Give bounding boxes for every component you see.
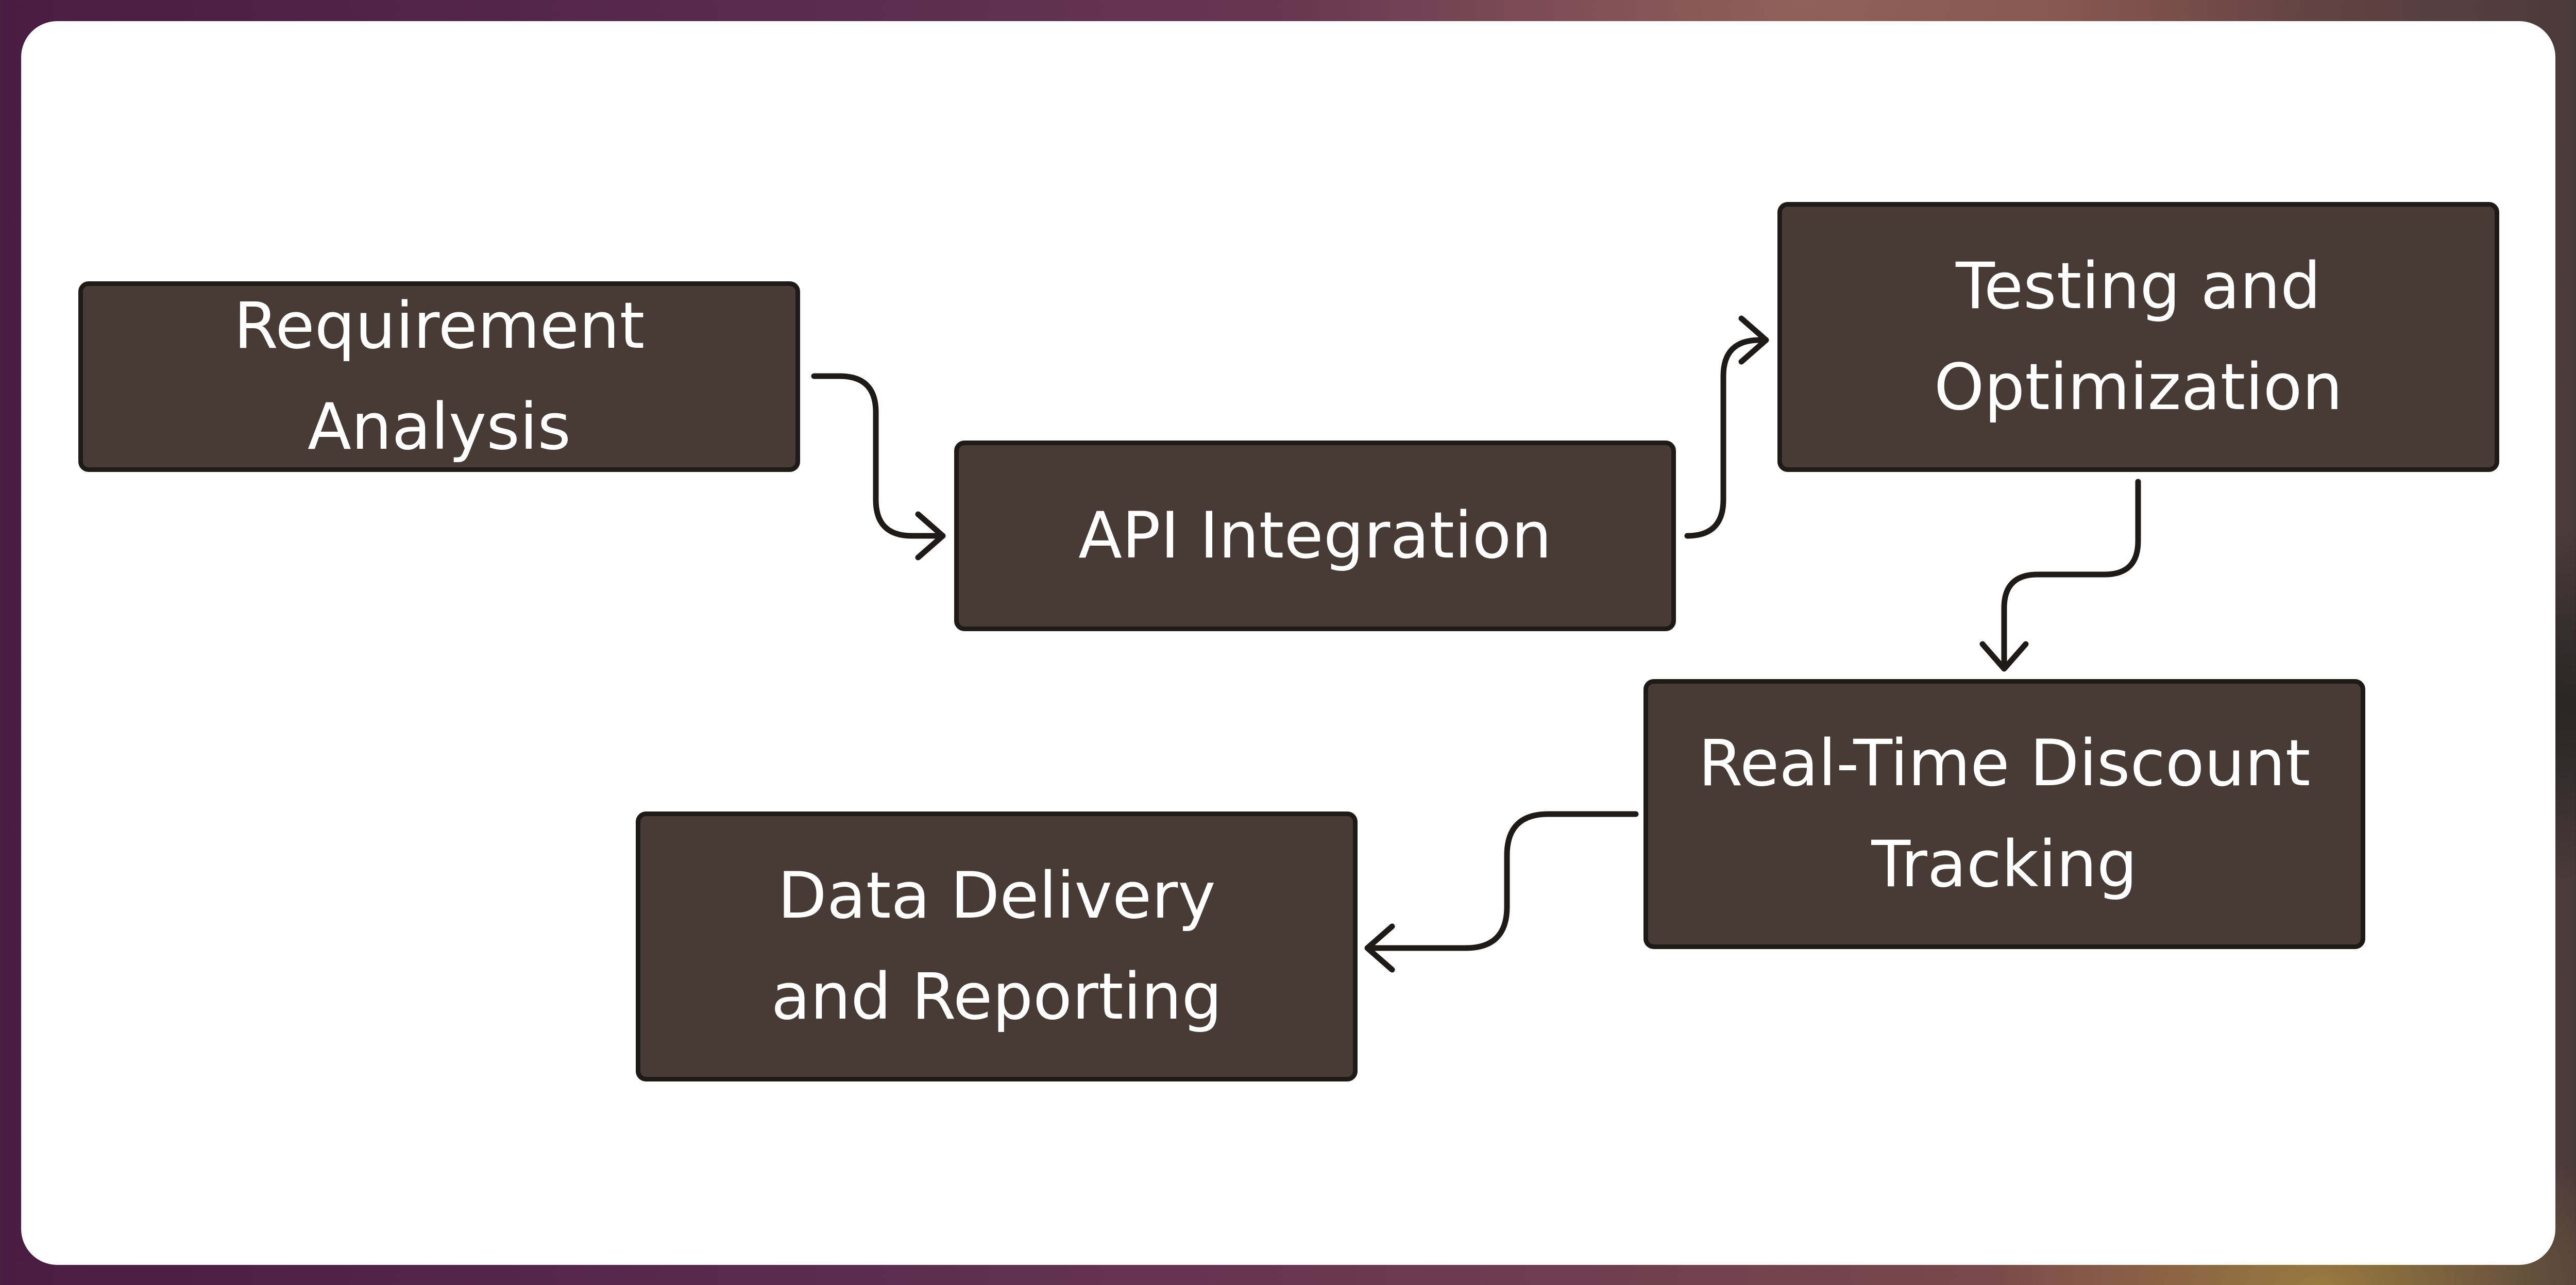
node-requirement-analysis: Requirement Analysis [78,281,800,472]
node-data-delivery-reporting: Data Delivery and Reporting [636,811,1358,1081]
arrow-tracking-to-reporting [1364,811,1639,973]
node-testing-optimization: Testing and Optimization [1777,202,2499,472]
node-label: Testing and Optimization [1934,249,2343,425]
node-label: Data Delivery and Reporting [771,859,1223,1034]
node-label: API Integration [1078,499,1552,573]
arrow-api-to-testing [1684,315,1769,539]
node-api-integration: API Integration [954,441,1676,631]
arrow-requirement-to-api [811,373,946,561]
arrow-testing-to-tracking [1979,479,2141,672]
node-label: Real-Time Discount Tracking [1698,726,2311,902]
node-real-time-discount-tracking: Real-Time Discount Tracking [1643,679,2365,949]
node-label: Requirement Analysis [233,289,645,464]
